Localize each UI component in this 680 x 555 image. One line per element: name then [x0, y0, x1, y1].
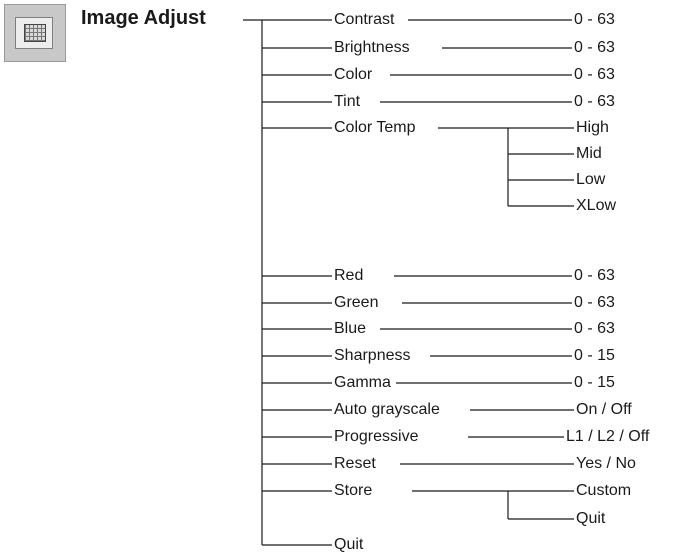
option-high: High	[576, 119, 609, 136]
menu-title: Image Adjust	[81, 7, 206, 29]
option-custom: Custom	[576, 482, 632, 499]
option-mid: Mid	[576, 145, 602, 162]
item-range-tint: 0 - 63	[574, 93, 615, 110]
item-range-gamma: 0 - 15	[574, 374, 615, 391]
item-label-reset: Reset	[334, 455, 376, 472]
item-range-blue: 0 - 63	[574, 320, 615, 337]
item-range-green: 0 - 63	[574, 294, 615, 311]
grid-icon	[24, 24, 46, 42]
item-label-store: Store	[334, 482, 373, 499]
image-adjust-icon	[4, 4, 66, 62]
option-low: Low	[576, 171, 606, 188]
item-label-blue: Blue	[334, 320, 367, 337]
option-store-quit: Quit	[576, 510, 606, 527]
item-label-color: Color	[334, 66, 373, 83]
item-range-red: 0 - 63	[574, 267, 615, 284]
item-label-green: Green	[334, 294, 379, 311]
item-range-contrast: 0 - 63	[574, 11, 615, 28]
item-label-auto-grayscale: Auto grayscale	[334, 401, 440, 418]
item-range-reset: Yes / No	[576, 455, 636, 472]
item-label-color-temp: Color Temp	[334, 119, 416, 136]
item-range-progressive: L1 / L2 / Off	[566, 428, 650, 445]
item-label-progressive: Progressive	[334, 428, 419, 445]
item-range-sharpness: 0 - 15	[574, 347, 615, 364]
item-label-quit: Quit	[334, 536, 364, 553]
item-range-brightness: 0 - 63	[574, 39, 615, 56]
item-range-auto-grayscale: On / Off	[576, 401, 632, 418]
item-label-tint: Tint	[334, 93, 361, 110]
item-range-color: 0 - 63	[574, 66, 615, 83]
item-label-gamma: Gamma	[334, 374, 391, 391]
icon-frame	[15, 17, 53, 49]
item-label-red: Red	[334, 267, 364, 284]
item-label-sharpness: Sharpness	[334, 347, 411, 364]
item-label-brightness: Brightness	[334, 39, 410, 56]
option-xlow: XLow	[576, 197, 617, 214]
item-label-contrast: Contrast	[334, 11, 395, 28]
